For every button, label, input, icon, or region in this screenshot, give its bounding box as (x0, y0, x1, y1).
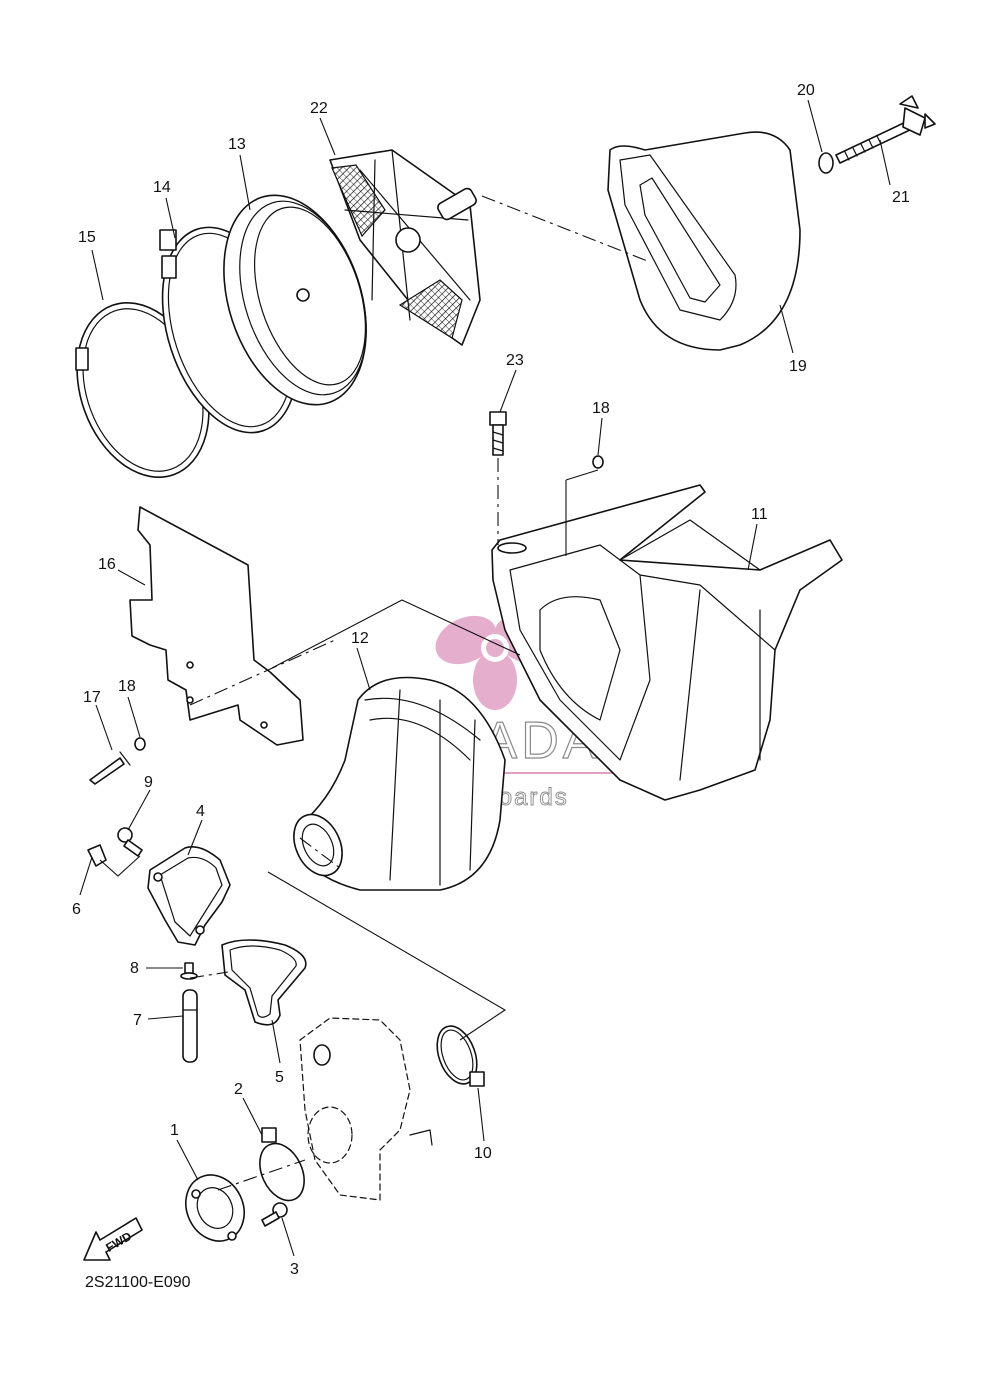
callout-18-upper: 18 (592, 400, 610, 417)
part-21-wing-bolt (835, 95, 936, 164)
callout-12: 12 (351, 630, 369, 647)
callout-14: 14 (153, 179, 171, 196)
part-7-hose (182, 989, 198, 1063)
part-11-air-box (491, 484, 843, 801)
part-12-intake-boot (293, 676, 506, 891)
callout-23: 23 (506, 352, 524, 369)
callout-1: 1 (170, 1122, 179, 1139)
part-5-gasket (221, 939, 307, 1026)
callout-6: 6 (72, 901, 81, 918)
part-23-bolt (489, 411, 507, 456)
carburetor-assembly (299, 1017, 433, 1201)
callout-4: 4 (196, 803, 205, 820)
part-22-filter-guide (329, 149, 481, 346)
callout-13: 13 (228, 136, 246, 153)
part-17-rivet (89, 751, 131, 785)
part-10-hose-clamp (436, 1025, 485, 1087)
part-4-breather-cover (147, 846, 231, 946)
part-20-washer (818, 152, 834, 174)
callout-22: 22 (310, 100, 328, 117)
callout-7: 7 (133, 1012, 142, 1029)
diagram-code: 2S21100-E090 (85, 1274, 191, 1291)
part-18-washer-lower (134, 737, 146, 751)
part-13-air-filter (223, 194, 367, 406)
part-18-washer-top (592, 455, 604, 469)
part-3-screw (261, 1202, 288, 1227)
fwd-arrow-icon: FWD (83, 1217, 143, 1261)
callout-16: 16 (98, 556, 116, 573)
callout-18-lower: 18 (118, 678, 136, 695)
callout-8: 8 (130, 960, 139, 977)
callout-21: 21 (892, 189, 910, 206)
callout-10: 10 (474, 1145, 492, 1162)
part-19-filter-cover (607, 131, 801, 351)
callout-5: 5 (275, 1069, 284, 1086)
callout-19: 19 (789, 358, 807, 375)
callout-leaders (79, 99, 891, 1257)
part-9-screw (117, 827, 143, 857)
part-16-gasket-plate (129, 506, 304, 746)
callout-20: 20 (797, 82, 815, 99)
callout-2: 2 (234, 1081, 243, 1098)
callout-9: 9 (144, 774, 153, 791)
callout-3: 3 (290, 1261, 299, 1278)
callout-11: 11 (751, 506, 768, 523)
part-1-joint (185, 1174, 245, 1242)
callout-numbers: 1 2 3 4 5 6 7 8 9 10 11 12 13 14 15 16 1… (72, 82, 910, 1278)
callout-15: 15 (78, 229, 96, 246)
alignment-lines (99, 195, 651, 1191)
part-8-washer (180, 962, 198, 980)
callout-17: 17 (83, 689, 101, 706)
